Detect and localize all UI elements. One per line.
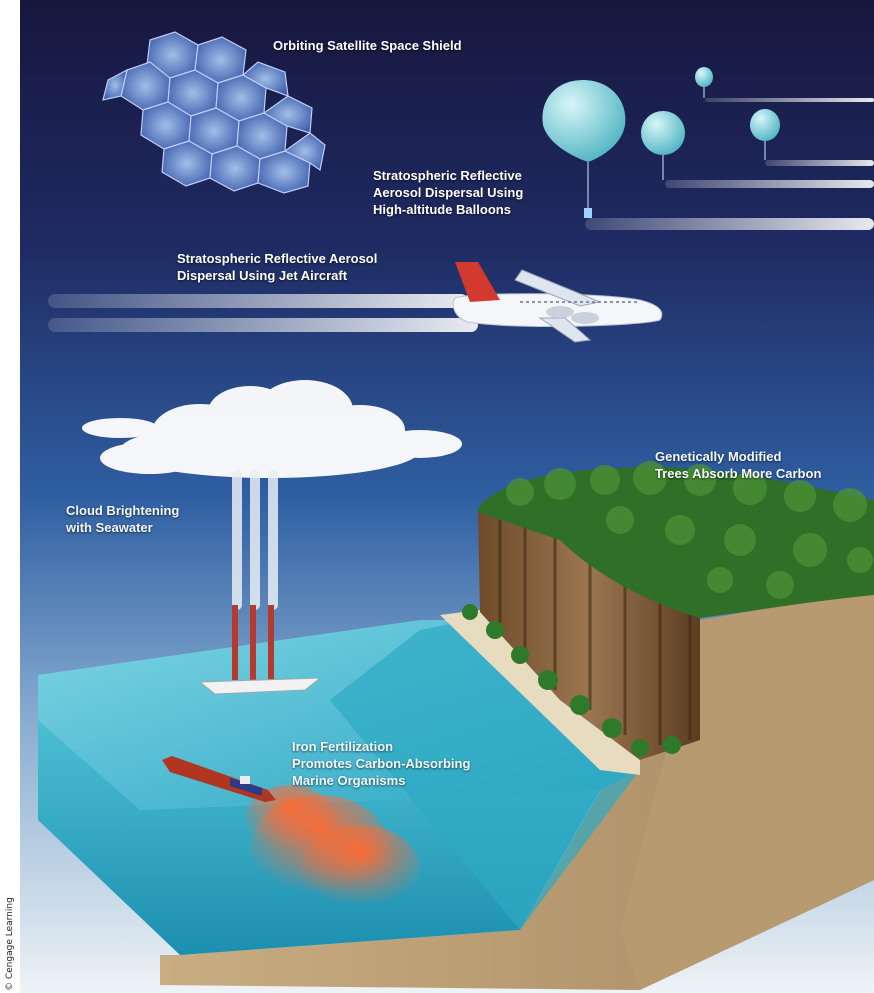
ship-icon — [162, 756, 276, 802]
balloon-contrail-2 — [665, 180, 874, 188]
label-line: High-altitude Balloons — [373, 202, 511, 217]
seawater-spray-platform-icon — [198, 605, 322, 695]
label-modified-trees: Genetically Modified Trees Absorb More C… — [655, 448, 821, 482]
balloon-contrail-4 — [705, 98, 874, 102]
jet-contrail-1 — [48, 294, 468, 308]
beach — [440, 610, 640, 775]
label-line: Trees Absorb More Carbon — [655, 466, 822, 481]
label-line: Iron Fertilization — [292, 739, 394, 754]
label-line: Cloud Brightening — [66, 503, 180, 518]
balloon-contrail-3 — [765, 160, 874, 166]
label-line: Marine Organisms — [292, 773, 406, 788]
label-line: Dispersal Using Jet Aircraft — [177, 268, 348, 283]
label-line: Stratospheric Reflective — [373, 168, 522, 183]
jet-aircraft-icon — [452, 262, 663, 343]
label-balloons: Stratospheric Reflective Aerosol Dispers… — [373, 167, 523, 218]
balloon-contrail-1 — [585, 218, 874, 230]
cloud-icon — [82, 380, 462, 478]
label-line: Stratospheric Reflective Aerosol — [177, 251, 378, 266]
label-satellite-shield: Orbiting Satellite Space Shield — [273, 37, 462, 54]
satellite-panels-icon — [102, 31, 326, 194]
jet-contrail-2 — [48, 318, 478, 332]
label-jet-aircraft: Stratospheric Reflective Aerosol Dispers… — [177, 250, 377, 284]
label-cloud-brightening: Cloud Brightening with Seawater — [66, 502, 179, 536]
balloon-icon — [750, 109, 780, 160]
iron-plume-icon — [245, 785, 420, 915]
label-line: Promotes Carbon-Absorbing — [292, 756, 471, 771]
seawater-spray-icon — [232, 470, 278, 610]
ocean-slope — [330, 620, 640, 930]
shoreline-vegetation — [462, 604, 681, 757]
label-line: Orbiting Satellite Space Shield — [273, 38, 462, 53]
copyright-credit: © Cengage Learning — [5, 897, 15, 991]
balloon-icon — [542, 80, 626, 218]
label-iron-fertilization: Iron Fertilization Promotes Carbon-Absor… — [292, 738, 470, 789]
label-line: Aerosol Dispersal Using — [373, 185, 524, 200]
label-line: with Seawater — [66, 520, 153, 535]
balloon-icon — [641, 111, 685, 180]
balloon-icon — [695, 67, 713, 98]
forest-canopy — [506, 461, 873, 599]
label-line: Genetically Modified — [655, 449, 782, 464]
